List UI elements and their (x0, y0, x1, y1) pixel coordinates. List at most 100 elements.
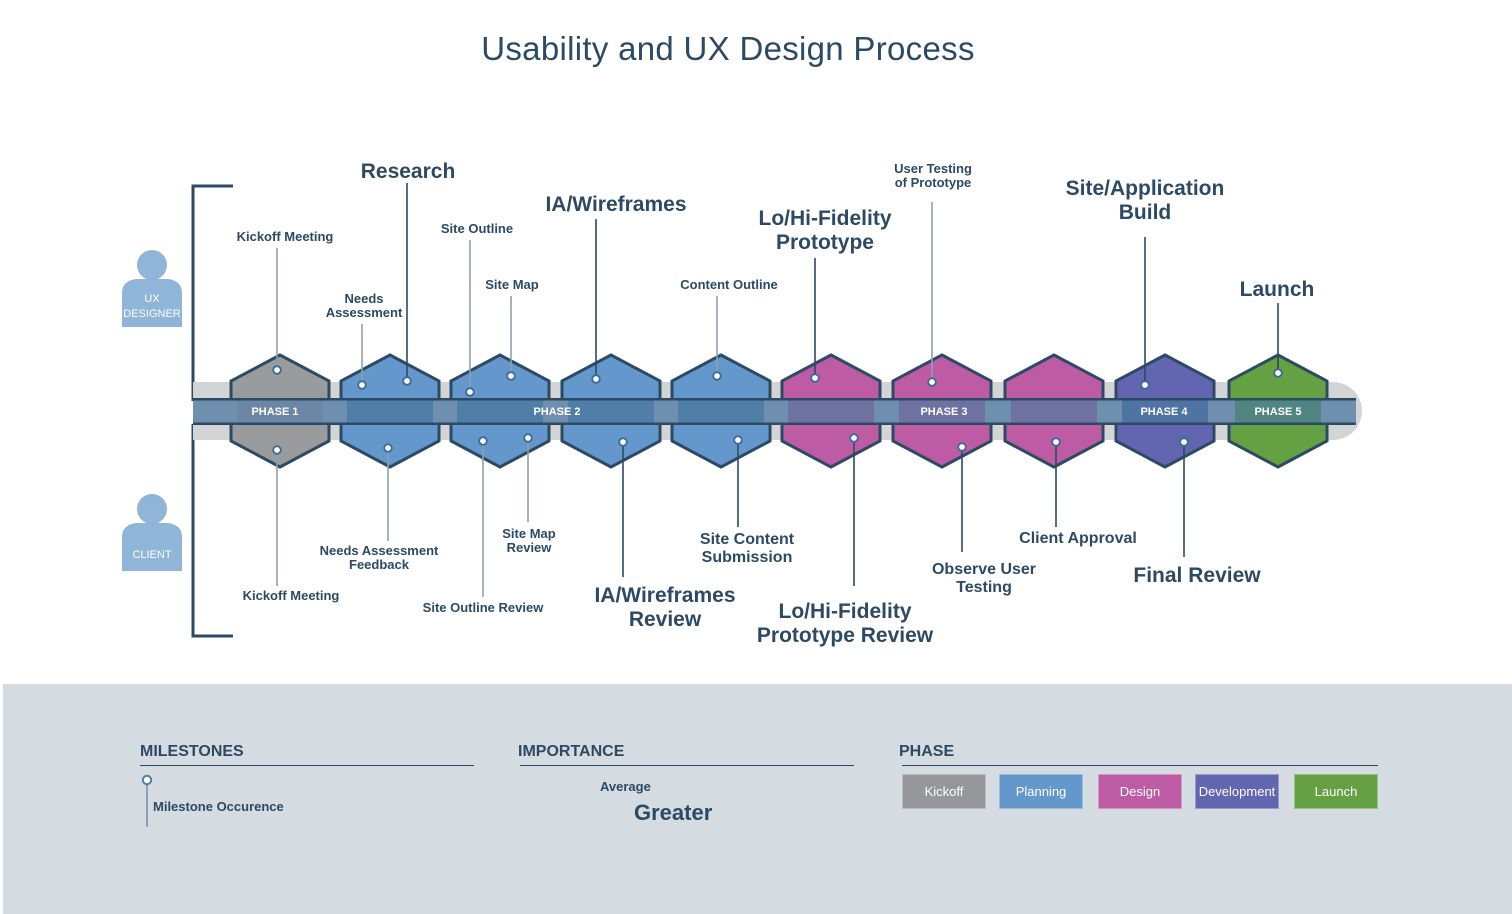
milestone-label: Launch (1240, 278, 1315, 301)
designer-milestone: Kickoff Meeting (237, 229, 334, 375)
designer-milestone: Site Map (485, 277, 539, 381)
milestone-dot-icon (618, 437, 628, 447)
milestone-dot-icon (810, 373, 820, 383)
page-title: Usability and UX Design Process (481, 30, 975, 67)
band-top-edge (193, 398, 1356, 401)
phase-label-3: PHASE 3 (920, 406, 967, 418)
milestone-dot-icon (1140, 380, 1150, 390)
designer-milestone: Launch (1240, 278, 1315, 378)
milestone-label: Needs Assessment (320, 543, 439, 558)
legend-importance-rule (520, 765, 854, 766)
milestone-dot-icon (357, 380, 367, 390)
milestone-label: Needs (344, 291, 383, 306)
band-segment (347, 400, 433, 423)
band-segment (568, 400, 654, 423)
milestone-dot-icon (272, 445, 282, 455)
legend-milestones-rule (140, 765, 474, 766)
phase-label-4: PHASE 4 (1140, 406, 1188, 418)
band-segment (1122, 400, 1208, 423)
milestone-dot-icon (957, 442, 967, 452)
band-segment (1011, 400, 1097, 423)
band-segment (1235, 400, 1321, 423)
band-segment (237, 400, 323, 423)
client-milestone: Kickoff Meeting (243, 445, 340, 603)
legend-phase-launch: Launch (1294, 774, 1378, 809)
milestone-label: Site Content (700, 531, 795, 548)
legend-milestones-heading: MILESTONES (140, 743, 244, 760)
band-segment (678, 400, 764, 423)
milestone-dot-icon (1051, 437, 1061, 447)
designer-bracket (191, 184, 233, 401)
milestone-label: Assessment (326, 305, 403, 320)
designer-milestone: Content Outline (680, 277, 778, 381)
milestone-label: Submission (702, 549, 793, 566)
milestone-label: Site Map (502, 526, 556, 541)
client-label: CLIENT (132, 549, 171, 561)
ux-designer-label-2: DESIGNER (123, 308, 181, 320)
milestone-label: Site/Application (1066, 177, 1225, 200)
milestone-label: Build (1119, 201, 1172, 224)
milestone-dot-icon (733, 435, 743, 445)
milestone-dot-icon (523, 433, 533, 443)
designer-milestone: Site Outline (441, 221, 513, 397)
milestone-label: of Prototype (895, 175, 972, 190)
milestone-label: Site Map (485, 277, 539, 292)
milestone-dot-icon (272, 365, 282, 375)
milestone-label: IA/Wireframes (594, 584, 735, 607)
client-milestone: Site Outline Review (423, 436, 544, 615)
milestone-label: User Testing (894, 161, 972, 176)
milestone-label: Testing (956, 579, 1012, 596)
milestone-dot-icon (591, 374, 601, 384)
milestone-dot-icon (849, 433, 859, 443)
designer-milestone: Research (361, 160, 455, 386)
band-segment (899, 400, 985, 423)
band-bottom-edge (193, 422, 1356, 425)
milestone-dot-icon (506, 371, 516, 381)
milestone-label: Content Outline (680, 277, 778, 292)
legend-importance-greater: Greater (634, 800, 713, 825)
milestone-dot-icon (478, 436, 488, 446)
client-icon: CLIENT (122, 494, 182, 571)
legend-milestone-occurence: Milestone Occurence (153, 799, 284, 814)
designer-milestone: IA/Wireframes (545, 193, 687, 384)
milestone-label: Site Outline (441, 221, 513, 236)
milestone-label: Review (629, 608, 702, 631)
milestone-label: Kickoff Meeting (237, 229, 334, 244)
milestone-label: Prototype Review (757, 624, 934, 647)
client-milestone: Final Review (1133, 437, 1261, 587)
legend-phase-rule (902, 765, 1378, 766)
ux-designer-icon: UX DESIGNER (122, 250, 182, 327)
legend-phase-design: Design (1098, 774, 1182, 809)
legend-importance-average: Average (600, 779, 651, 794)
legend-phase-heading: PHASE (899, 743, 955, 760)
milestone-dot-icon (465, 387, 475, 397)
phase-label-5: PHASE 5 (1254, 406, 1301, 418)
milestone-label: Feedback (349, 557, 410, 572)
legend-phase-kickoff: Kickoff (902, 774, 986, 809)
milestone-label: Final Review (1133, 564, 1261, 587)
legend-importance-heading: IMPORTANCE (518, 743, 625, 760)
band-segment (457, 400, 543, 423)
client-bracket (191, 424, 233, 638)
milestone-dot-icon (1179, 437, 1189, 447)
milestone-dot-icon (712, 371, 722, 381)
phase-label-1: PHASE 1 (251, 406, 298, 418)
milestone-label: Lo/Hi-Fidelity (759, 207, 892, 230)
milestone-occurence-icon (141, 774, 153, 827)
milestone-label: Kickoff Meeting (243, 588, 340, 603)
ux-designer-label-1: UX (144, 293, 160, 305)
milestone-label: IA/Wireframes (545, 193, 686, 216)
milestone-dot-icon (402, 376, 412, 386)
